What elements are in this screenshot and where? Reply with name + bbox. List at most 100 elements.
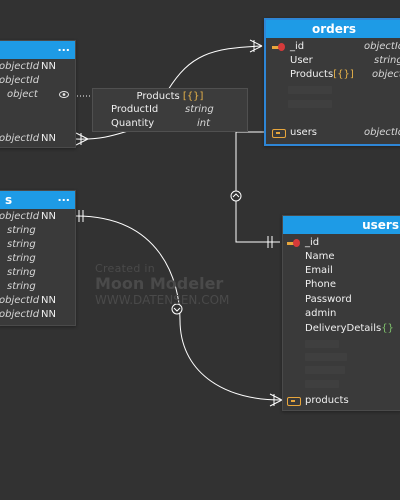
field-name: DeliveryDetails{}: [305, 322, 394, 336]
watermark: Created in Moon Modeler WWW.DATENSEN.COM: [95, 262, 229, 307]
field-row-password[interactable]: Password: [283, 293, 400, 307]
embedded-field-row[interactable]: ProductId string: [93, 103, 247, 117]
placeholder-bar: [288, 86, 332, 94]
relation-line-orders-users: [235, 131, 280, 243]
field-row-products[interactable]: Products[{}] object: [266, 68, 400, 82]
field-row-phone[interactable]: Phone: [283, 278, 400, 292]
relation-line-embedded-orders: [167, 45, 263, 91]
table-left-top-header[interactable]: ...: [0, 41, 75, 59]
field-name: Password: [305, 294, 352, 305]
field-type: string: [374, 55, 400, 66]
field-name: Phone: [305, 279, 336, 290]
field-row-id[interactable]: _id objectId: [266, 40, 400, 54]
table-orders[interactable]: orders _id objectId User string Products…: [264, 18, 400, 146]
field-name: users: [290, 127, 318, 138]
crows-foot-left-b: [75, 138, 89, 146]
field-row-users-ref[interactable]: users objectId: [266, 126, 400, 140]
optional-marker-left-users: [171, 303, 183, 315]
cardinality-markers: [171, 190, 242, 315]
relation-line-left-embedded: [75, 130, 129, 140]
watermark-line-3: WWW.DATENSEN.COM: [95, 293, 230, 307]
field-type: string: [7, 225, 36, 236]
eye-icon[interactable]: [59, 91, 69, 98]
embedded-products-header[interactable]: Products [{}]: [93, 90, 247, 104]
field-name-text: Products: [290, 69, 334, 80]
crows-foot-users-products-b: [269, 399, 283, 407]
not-null-flag: NN: [41, 133, 56, 144]
reference-icon: [272, 129, 286, 138]
table-title: users: [362, 218, 399, 232]
table-row[interactable]: string: [0, 266, 75, 280]
field-type: string: [185, 104, 214, 115]
field-row-email[interactable]: Email: [283, 264, 400, 278]
relation-line-left-users-products: [75, 215, 283, 401]
table-left-top-menu[interactable]: ...: [57, 41, 70, 54]
field-type: string: [7, 253, 36, 264]
field-row-products-ref[interactable]: products: [283, 394, 400, 408]
table-left-bottom-header[interactable]: s ...: [0, 191, 75, 209]
field-name: ProductId: [111, 104, 159, 115]
field-type: objectId: [0, 309, 40, 320]
table-row[interactable]: string: [0, 252, 75, 266]
embedded-field-row[interactable]: Quantity int: [93, 117, 247, 131]
table-users[interactable]: users _id Name Email Phone Password admi…: [282, 215, 400, 411]
crows-foot-orders-a: [249, 39, 263, 47]
field-type: int: [197, 118, 211, 129]
table-row[interactable]: string: [0, 224, 75, 238]
field-name: _id: [290, 41, 305, 52]
embedded-products[interactable]: Products [{}] ProductId string Quantity …: [92, 88, 248, 132]
placeholder-bar: [305, 340, 339, 348]
not-null-flag: NN: [41, 309, 56, 320]
table-orders-header[interactable]: orders: [266, 20, 400, 38]
table-row[interactable]: object: [0, 88, 75, 102]
field-type: objectId: [0, 295, 40, 306]
optional-marker-orders-users: [230, 190, 242, 202]
field-row-admin[interactable]: admin: [283, 307, 400, 321]
table-row[interactable]: string: [0, 238, 75, 252]
table-row[interactable]: objectId: [0, 74, 75, 88]
not-null-flag: NN: [41, 211, 56, 222]
field-type: objectId: [0, 75, 40, 86]
primary-key-icon: [272, 43, 285, 51]
field-type: objectId: [364, 127, 400, 138]
table-title: orders: [312, 22, 356, 36]
field-name: Products[{}]: [290, 68, 354, 82]
field-name: Email: [305, 265, 333, 276]
field-name: _id: [305, 237, 320, 248]
crows-foot-users-products-a: [269, 393, 283, 401]
watermark-line-2: Moon Modeler: [95, 274, 224, 293]
reference-icon: [287, 397, 301, 406]
placeholder-bar: [305, 353, 347, 361]
field-type: objectId: [0, 211, 40, 222]
field-name: admin: [305, 308, 337, 319]
json-array-badge: [{}]: [333, 69, 354, 80]
field-row-delivery-details[interactable]: DeliveryDetails{}: [283, 322, 400, 336]
table-row[interactable]: objectId NN: [0, 294, 75, 308]
table-row[interactable]: string: [0, 280, 75, 294]
field-name: Quantity: [111, 118, 155, 129]
table-users-header[interactable]: users: [283, 216, 400, 234]
field-row-name[interactable]: Name: [283, 250, 400, 264]
watermark-line-1: Created in: [95, 262, 156, 275]
field-type: objectId: [0, 61, 40, 72]
table-row[interactable]: objectId NN: [0, 308, 75, 322]
crows-foot-left-a: [75, 132, 89, 140]
field-row-user[interactable]: User string: [266, 54, 400, 68]
json-object-badge: {}: [381, 323, 394, 334]
field-type: string: [7, 267, 36, 278]
field-name-text: DeliveryDetails: [305, 323, 382, 334]
field-type: objectId: [364, 41, 400, 52]
table-title: s: [5, 193, 13, 207]
placeholder-bar: [305, 380, 339, 388]
field-row-id[interactable]: _id: [283, 236, 400, 250]
table-row[interactable]: objectId NN: [0, 60, 75, 74]
field-name: Name: [305, 251, 335, 262]
not-null-flag: NN: [41, 61, 56, 72]
table-left-bottom-menu[interactable]: ...: [57, 191, 70, 204]
field-type: string: [7, 281, 36, 292]
table-left-top[interactable]: ... objectId NN objectId object objectId…: [0, 40, 76, 148]
table-left-bottom[interactable]: s ... objectId NN string string string s…: [0, 190, 76, 326]
table-row[interactable]: objectId NN: [0, 210, 75, 224]
table-row[interactable]: objectId NN: [0, 132, 75, 146]
